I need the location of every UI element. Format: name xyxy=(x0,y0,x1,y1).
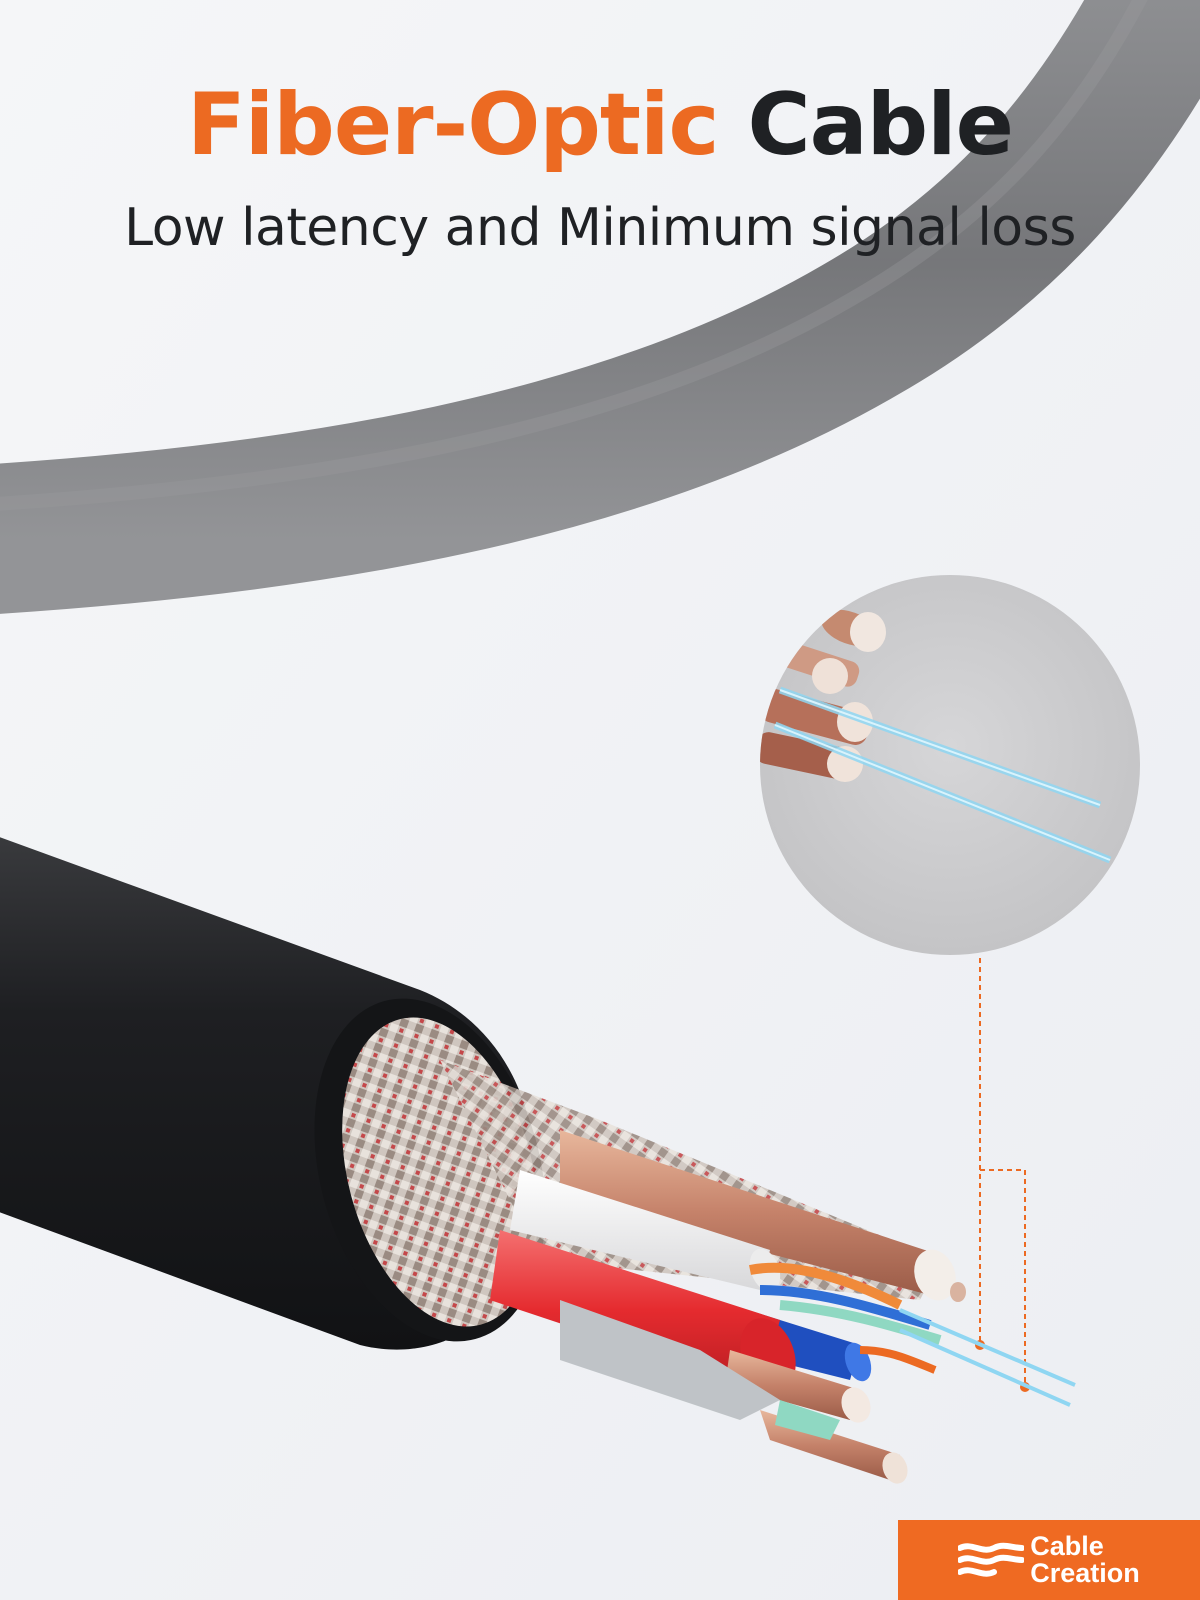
wave-icon xyxy=(958,1542,1025,1577)
logo-text: Cable Creation xyxy=(1030,1533,1140,1587)
logo-line-2: Creation xyxy=(1030,1558,1140,1588)
logo-line-1: Cable xyxy=(1030,1531,1104,1561)
exposed-wires xyxy=(440,1060,1076,1484)
subheadline: Low latency and Minimum signal loss xyxy=(124,198,1076,258)
headline: Fiber-Optic Cable xyxy=(0,78,1200,173)
gray-cable-arc xyxy=(0,0,1200,614)
magnifier-circle xyxy=(760,575,1140,955)
headline-dark: Cable xyxy=(747,75,1014,175)
brand-logo: Cable Creation xyxy=(898,1520,1200,1600)
headline-accent: Fiber-Optic xyxy=(187,75,719,175)
